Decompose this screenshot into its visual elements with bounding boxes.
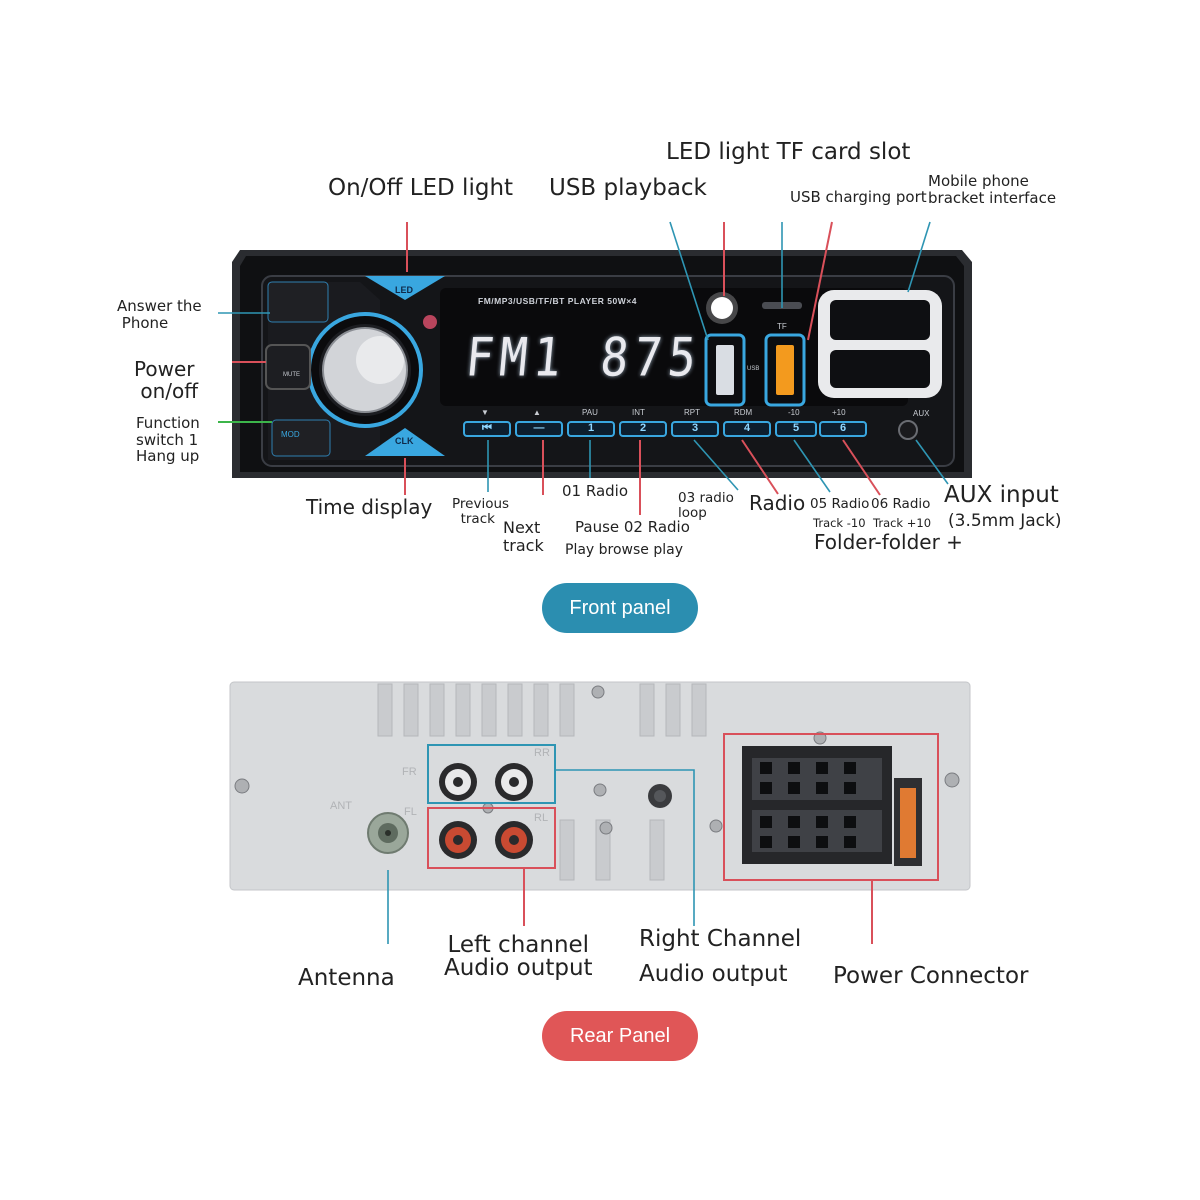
- rear-fr-label: FR: [402, 766, 417, 778]
- label-antenna: Antenna: [298, 966, 395, 991]
- rear-ant-label: ANT: [330, 800, 352, 812]
- rear-panel-badge: Rear Panel: [542, 1011, 698, 1061]
- rear-fl-label: FL: [404, 806, 417, 818]
- rear-rr-label: RR: [534, 747, 550, 759]
- rear-rl-label: RL: [534, 812, 548, 824]
- label-right-channel: Right Channel Audio output: [639, 922, 801, 991]
- label-power-connector: Power Connector: [833, 964, 1028, 989]
- label-left-channel: Left channel Audio output: [444, 934, 593, 981]
